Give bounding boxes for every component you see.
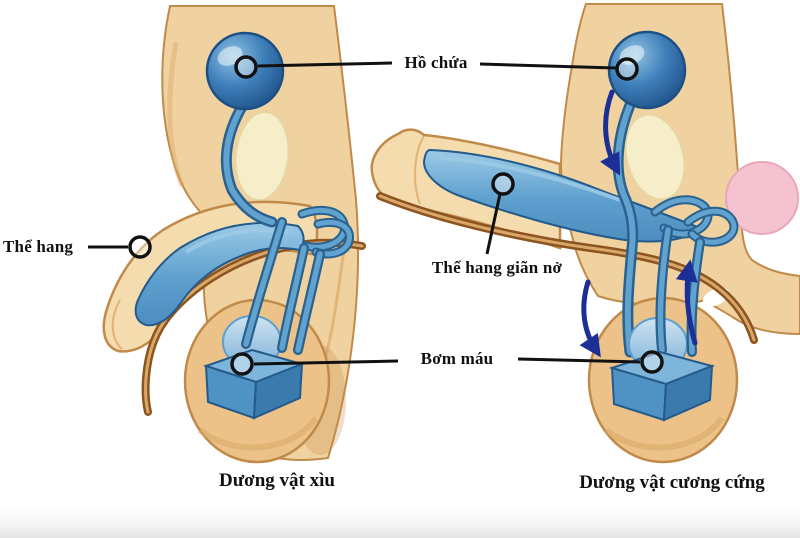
callout-marker-corpus-expanded-icon bbox=[491, 172, 515, 196]
label-corpus-cavernosum-expanded: Thể hang giãn nở bbox=[431, 258, 563, 277]
flow-arrow-down-reservoir bbox=[600, 89, 621, 176]
callout-marker-reservoir-right-icon bbox=[615, 57, 639, 81]
anus-circle bbox=[725, 161, 799, 235]
bladder-right bbox=[625, 114, 685, 200]
label-corpus-cavernosum: Thể hang bbox=[3, 237, 74, 256]
figure-flaccid bbox=[102, 5, 366, 464]
callout-line-corpus-expanded bbox=[485, 193, 502, 255]
bladder-left bbox=[234, 111, 290, 201]
cylinder-highlight-right bbox=[439, 156, 621, 202]
callout-line-reservoir-left bbox=[257, 61, 393, 68]
tubes-to-pump-right bbox=[655, 225, 705, 357]
reservoir-right bbox=[607, 30, 687, 110]
scrotum-shade-left bbox=[198, 416, 319, 451]
callout-marker-pump-right-icon bbox=[640, 350, 664, 374]
callout-marker-reservoir-left-icon bbox=[234, 55, 258, 79]
flow-arrows bbox=[579, 89, 698, 358]
bottom-shade bbox=[0, 497, 800, 538]
glans-fold-left bbox=[111, 299, 123, 350]
scrotum-shade-right bbox=[604, 416, 725, 451]
tube-loops-right bbox=[650, 195, 739, 247]
caption-flaccid: Dương vật xìu bbox=[219, 470, 335, 491]
figure-erect bbox=[370, 3, 800, 464]
corona-line bbox=[414, 135, 425, 205]
label-blood-pump: Bơm máu bbox=[420, 349, 494, 368]
belly-shade-left bbox=[167, 41, 185, 187]
reservoir-tube-left bbox=[220, 99, 278, 228]
label-reservoir: Hồ chứa bbox=[404, 53, 468, 72]
tubes-to-pump-left bbox=[241, 217, 325, 355]
callout-marker-corpus-icon bbox=[128, 235, 152, 259]
callout-line-pump-left bbox=[253, 359, 399, 366]
pump-box-left bbox=[202, 348, 306, 420]
callout-line-pump-right bbox=[517, 357, 641, 364]
flow-arrow-up-pump bbox=[675, 259, 698, 346]
callout-line-reservoir-right bbox=[479, 62, 617, 70]
callout-marker-pump-left-icon bbox=[230, 352, 254, 376]
tube-loops-left bbox=[297, 205, 354, 259]
caption-erect: Dương vật cương cứng bbox=[579, 472, 765, 493]
implant-cylinder-flaccid bbox=[134, 221, 305, 327]
callouts bbox=[88, 55, 664, 376]
flow-arrow-down-pump bbox=[579, 279, 601, 358]
